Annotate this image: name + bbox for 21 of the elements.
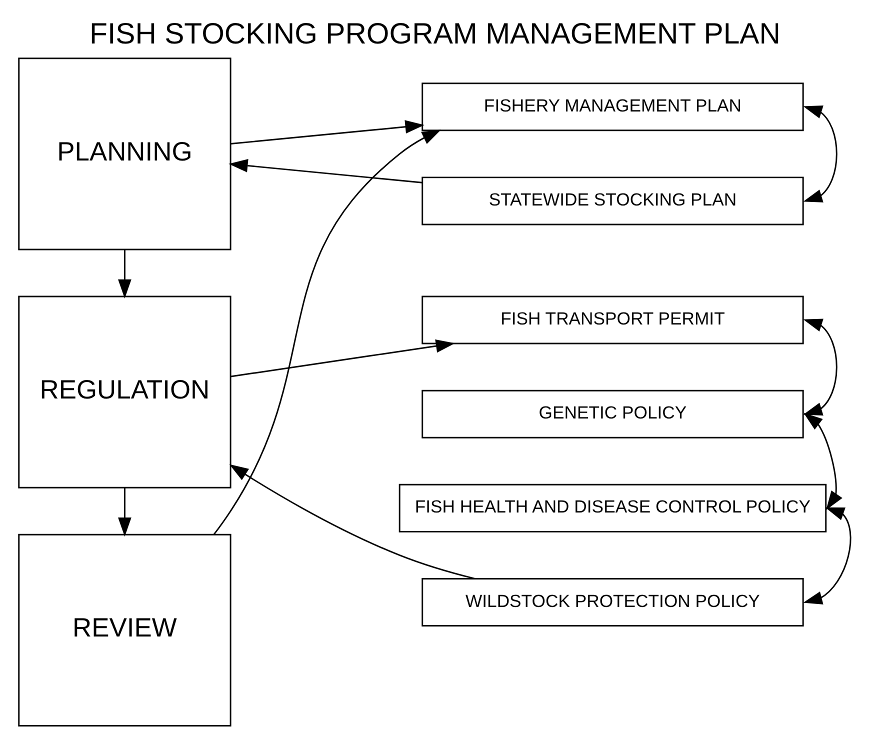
arrow <box>228 464 475 580</box>
node-box: FISH HEALTH AND DISEASE CONTROL POLICY <box>398 484 826 532</box>
node-box: FISHERY MANAGEMENT PLAN <box>421 82 804 132</box>
arrow <box>802 318 837 416</box>
arrow <box>230 339 455 378</box>
node-box: FISH TRANSPORT PERMIT <box>421 296 804 344</box>
arrow <box>230 120 424 145</box>
arrow <box>802 507 851 604</box>
node-box: GENETIC POLICY <box>421 390 804 438</box>
diagram-title: FISH STOCKING PROGRAM MANAGEMENT PLAN <box>89 18 780 51</box>
arrow <box>803 412 842 510</box>
arrow <box>802 106 837 202</box>
node-box: WILDSTOCK PROTECTION POLICY <box>421 578 804 626</box>
node-box: STATEWIDE STOCKING PLAN <box>421 176 804 226</box>
arrow <box>118 488 131 537</box>
node-box: REVIEW <box>18 534 231 726</box>
arrow <box>212 130 441 535</box>
node-box: REGULATION <box>18 296 231 488</box>
node-box: PLANNING <box>18 58 231 250</box>
arrow <box>228 159 422 184</box>
arrow <box>118 250 131 298</box>
